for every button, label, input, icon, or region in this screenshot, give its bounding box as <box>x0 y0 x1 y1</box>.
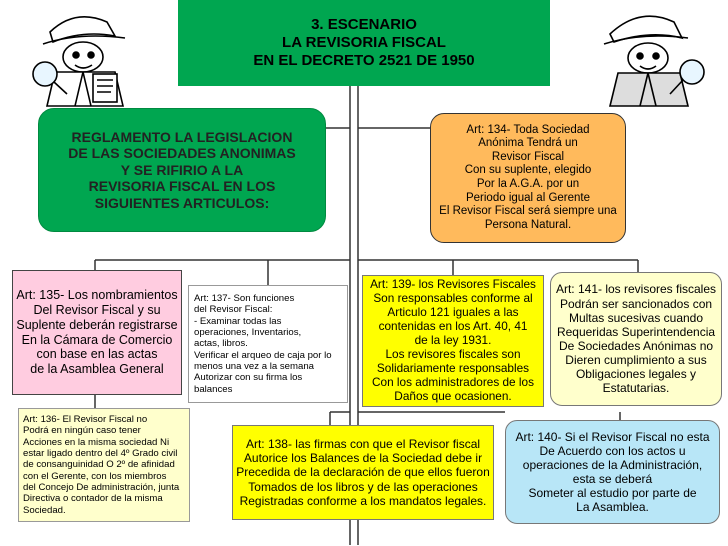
intro-line: Y SE RIFIRIO A LA <box>120 161 244 178</box>
art140-line: Art: 140- Si el Revisor Fiscal no esta <box>515 429 710 444</box>
art137-line: menos una vez a la semana <box>194 360 314 372</box>
intro-line: SIGUIENTES ARTICULOS: <box>94 194 270 211</box>
art138-line: Autorice los Balances de la Sociedad deb… <box>243 451 483 466</box>
art138-line: Tomados de los libros y de las operacion… <box>248 479 478 494</box>
art141-box: Art: 141- los revisores fiscales Podrán … <box>550 272 722 406</box>
intro-line: REVISORIA FISCAL EN LOS <box>88 178 276 195</box>
art138-line: Art: 138- las firmas con que el Revisor … <box>245 437 481 452</box>
art139-line: Solidariamente responsables <box>376 360 530 375</box>
art135-box: Art: 135- Los nombramientos Del Revisor … <box>12 270 182 395</box>
art137-line: Art: 137- Son funciones <box>194 293 295 305</box>
art135-line: Del Revisor Fiscal y su <box>33 303 161 317</box>
art136-line: de consanguinidad O 2º de afinidad <box>23 459 175 471</box>
art139-line: Los revisores fiscales son <box>385 346 521 361</box>
art140-line: Someter al estudio por parte de <box>528 486 697 501</box>
art136-line: con el Gerente, con los miembros <box>23 470 167 482</box>
art137-line: Verificar el arqueo de caja por lo <box>194 349 332 361</box>
art141-line: Podrán ser sancionados con <box>559 296 713 311</box>
art139-line: Art: 139- los Revisores Fiscales <box>370 277 536 292</box>
art134-line: Por la A.G.A. por un <box>476 178 580 190</box>
art137-line: Autorizar con su firma los <box>194 372 303 384</box>
art135-line: Art: 135- Los nombramientos <box>16 288 178 303</box>
art136-line: Sociedad. <box>23 504 66 516</box>
art139-line: de la ley 1931. <box>414 333 492 348</box>
art138-line: Registradas conforme a los mandatos lega… <box>239 493 487 508</box>
art140-box: Art: 140- Si el Revisor Fiscal no esta D… <box>505 420 720 524</box>
art141-line: Art: 141- los revisores fiscales <box>555 282 717 297</box>
art136-line: Podrá en ningún caso tener <box>23 425 141 437</box>
inspector-with-magnifier-icon <box>32 16 126 107</box>
intro-box: REGLAMENTO LA LEGISLACION DE LAS SOCIEDA… <box>38 108 326 232</box>
art139-line: Con los administradores de los <box>372 374 534 389</box>
art137-box: Art: 137- Son funciones del Revisor Fisc… <box>188 285 348 403</box>
art135-line: Suplente deberán registrarse <box>16 317 178 332</box>
art139-line: Son responsables conforme al <box>373 291 533 306</box>
art134-line: El Revisor Fiscal será siempre una <box>439 205 617 218</box>
art136-line: Art: 136- El Revisor Fiscal no <box>23 414 148 426</box>
art141-line: De Sociedades Anónimas no <box>558 339 714 353</box>
art139-line: contenidas en los Art. 40, 41 <box>378 319 528 334</box>
art136-line: Acciones en la misma sociedad Ni <box>23 436 170 448</box>
art136-line: Directiva o contador de la misma <box>23 493 163 505</box>
art135-line: con base en las actas <box>36 347 158 362</box>
art141-line: Obligaciones legales y <box>575 367 697 382</box>
art138-box: Art: 138- las firmas con que el Revisor … <box>232 425 494 520</box>
title-line: 3. ESCENARIO <box>311 16 417 34</box>
art139-line: Daños que ocasionen. <box>394 388 512 403</box>
art137-line: actas, libros. <box>194 338 248 350</box>
art137-line: del Revisor Fiscal: <box>194 304 273 316</box>
art134-line: Con su suplente, elegido <box>464 164 592 177</box>
art134-box: Art: 134- Toda Sociedad Anónima Tendrá u… <box>430 113 626 243</box>
art140-line: La Asamblea. <box>576 500 649 515</box>
art135-line: de la Asamblea General <box>30 362 164 376</box>
art137-line: - Examinar todas las <box>194 315 282 327</box>
art141-line: Multas sucesivas cuando <box>568 310 704 325</box>
art140-line: operaciones de la Administración, <box>522 457 703 472</box>
art141-line: Dieren cumplimiento a sus <box>565 353 707 368</box>
art134-line: Revisor Fiscal <box>491 150 565 163</box>
art134-line: Anónima Tendrá un <box>478 137 578 150</box>
art141-line: Estatutarias. <box>602 381 670 396</box>
art136-line: estar ligado dentro del 4º Grado civil <box>23 448 178 460</box>
art141-line: Requeridas Superintendencia <box>556 324 716 339</box>
intro-line: DE LAS SOCIEDADES ANONIMAS <box>68 145 296 162</box>
art136-box: Art: 136- El Revisor Fiscal no Podrá en … <box>18 408 190 522</box>
art138-line: Precedida de la declaración de que ellos… <box>236 465 490 480</box>
title-box: 3. ESCENARIO LA REVISORIA FISCAL EN EL D… <box>178 0 550 86</box>
art140-line: De Acuerdo con los actos u <box>539 443 686 458</box>
art139-line: Articulo 121 iguales a las <box>387 305 519 320</box>
art137-line: balances <box>194 383 233 395</box>
inspector-with-magnifier-icon <box>603 15 705 107</box>
title-line: LA REVISORIA FISCAL <box>282 34 446 52</box>
art137-line: operaciones, Inventarios, <box>194 327 302 339</box>
art134-line: Art: 134- Toda Sociedad <box>466 123 590 136</box>
art139-box: Art: 139- los Revisores Fiscales Son res… <box>362 275 544 407</box>
art134-line: Periodo igual al Gerente <box>465 191 591 204</box>
art136-line: del Concejo De administración, junta <box>23 481 180 493</box>
title-line: EN EL DECRETO 2521 DE 1950 <box>253 51 475 69</box>
art140-line: esta se deberá <box>572 472 653 486</box>
art134-line: Persona Natural. <box>484 218 572 231</box>
intro-line: REGLAMENTO LA LEGISLACION <box>71 128 293 145</box>
art135-line: En la Cámara de Comercio <box>21 332 173 347</box>
